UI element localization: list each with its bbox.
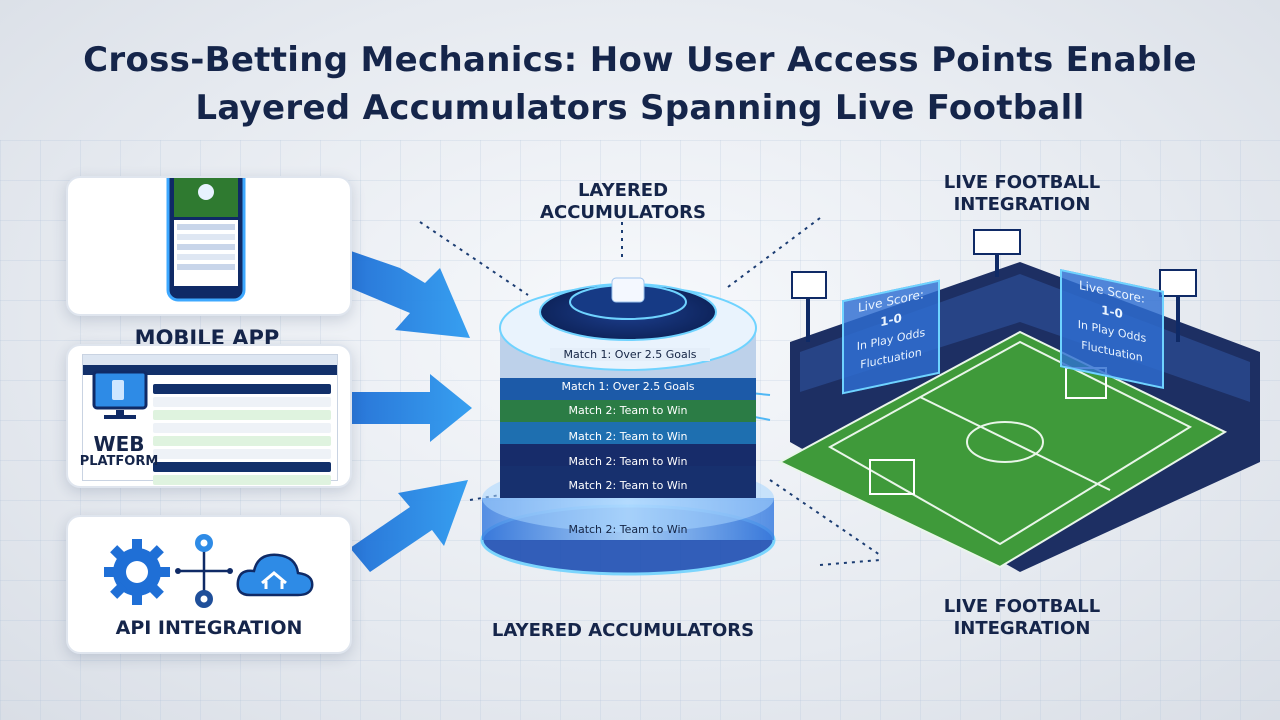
stadium-illustration: [777, 229, 1260, 572]
stack-top-label: LAYERED ACCUMULATORS: [540, 180, 706, 223]
browser-window: [82, 354, 338, 485]
arrow-from-web: [350, 374, 472, 442]
arrow-from-api: [350, 480, 468, 572]
cloud-icon: [234, 547, 316, 603]
stadium-bottom-label: LIVE FOOTBALL INTEGRATION: [943, 596, 1101, 639]
stack-bottom-label: LAYERED ACCUMULATORS: [491, 620, 755, 641]
api-label: API INTEGRATION: [115, 617, 303, 639]
stack-layer-6: Match 2: Team to Win: [568, 479, 688, 492]
gear-icon: [102, 537, 172, 611]
monitor-icon: [90, 370, 150, 420]
stack-layer-3: Match 2: Team to Win: [568, 404, 688, 417]
stack-layer-4: Match 2: Team to Win: [568, 430, 688, 443]
mobile-app-card[interactable]: [66, 176, 352, 316]
api-integration-card[interactable]: API INTEGRATION: [66, 515, 352, 654]
accumulator-stack: [480, 277, 776, 576]
stack-layer-1: Match 1: Over 2.5 Goals: [550, 348, 710, 361]
web-platform-card[interactable]: WEB PLATFORM: [66, 344, 352, 488]
stack-layer-2: Match 1: Over 2.5 Goals: [561, 380, 695, 393]
floodlight: [791, 271, 827, 299]
web-label-line-1: WEB: [93, 432, 145, 456]
phone-icon: [166, 178, 246, 303]
title-line-2: Layered Accumulators Spanning Live Footb…: [195, 88, 1085, 128]
stack-layer-5: Match 2: Team to Win: [568, 455, 688, 468]
web-label-line-2: PLATFORM: [79, 454, 159, 469]
page-title: Cross-Betting Mechanics: How User Access…: [0, 36, 1280, 132]
title-line-1: Cross-Betting Mechanics: How User Access…: [83, 40, 1197, 80]
football-pitch: [777, 330, 1228, 569]
connector-icon: [174, 531, 234, 615]
stack-layer-7: Match 2: Team to Win: [568, 523, 688, 536]
stadium-top-label: LIVE FOOTBALL INTEGRATION: [943, 172, 1101, 215]
arrow-from-mobile: [348, 250, 470, 338]
